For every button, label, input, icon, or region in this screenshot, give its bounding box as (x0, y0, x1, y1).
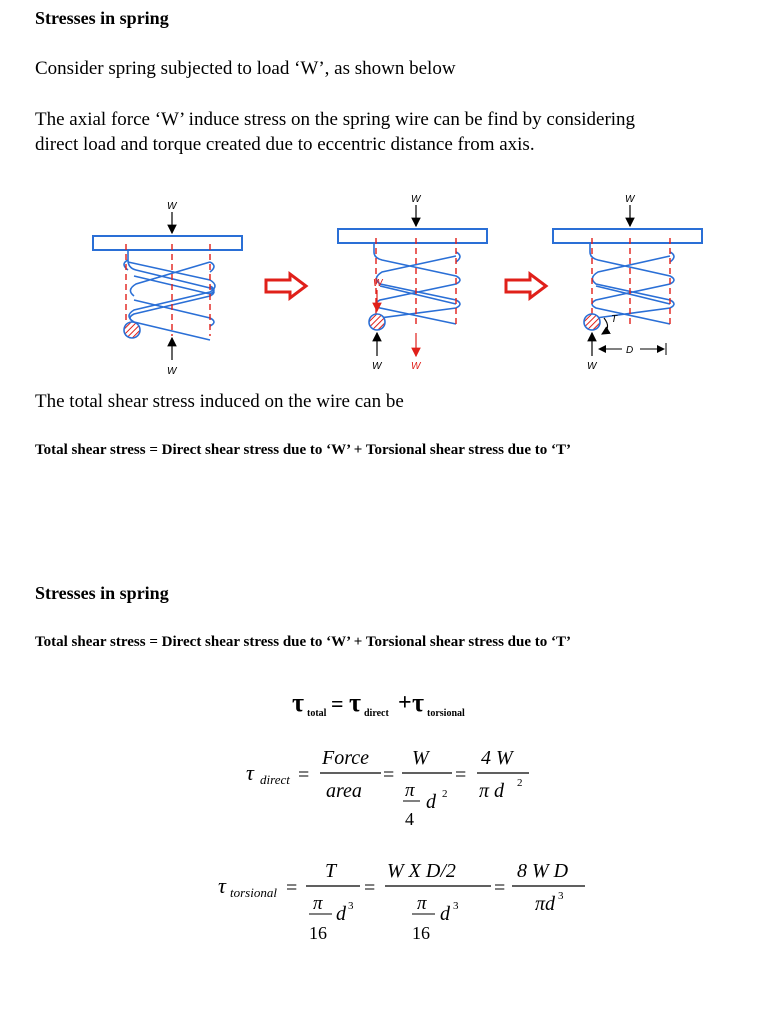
plus-sign: + (398, 690, 412, 716)
t-numerator: T (325, 860, 338, 882)
para-line-2: direct load and torque created due to ec… (35, 134, 535, 155)
subscript-direct: direct (364, 708, 389, 719)
exponent: 2 (442, 788, 448, 800)
pi-d-denominator: π d (479, 780, 505, 802)
load-label: W (625, 194, 636, 205)
exponent: 3 (558, 890, 564, 902)
load-label: W (411, 194, 422, 205)
w-numerator: W (412, 747, 431, 769)
spring-figure: W W W W W W W T W (92, 194, 703, 377)
pi-symbol: π (405, 780, 415, 801)
section-heading-2: Stresses in spring (35, 583, 169, 603)
d-variable: d (440, 903, 451, 925)
transition-arrow-icon (264, 271, 309, 301)
load-label: W (372, 361, 383, 372)
tau-symbol: τ (292, 688, 304, 717)
area-denominator: area (326, 780, 362, 802)
four-denominator: 4 (405, 809, 414, 829)
tau-symbol: τ (412, 688, 424, 717)
load-label: W (373, 278, 384, 289)
load-label: W (587, 361, 598, 372)
subscript-torsional: torsional (230, 885, 277, 900)
torsional-stress-formula: τ torsional = T π 16 d 3 = W X D/2 π 16 … (218, 860, 585, 943)
equals-sign: = (364, 877, 375, 899)
equals-sign: = (383, 764, 394, 786)
equals-sign: = (494, 877, 505, 899)
para-line-1: The axial force ‘W’ induce stress on the… (35, 109, 636, 130)
exponent: 3 (348, 900, 354, 912)
spring-diagram-3: W T W D (552, 194, 703, 372)
load-label: W (167, 201, 178, 212)
direct-stress-formula: τ direct = Force area = W π 4 d 2 = 4 W … (246, 747, 529, 829)
torque-label: T (611, 314, 618, 325)
pi-symbol: π (313, 893, 323, 914)
spring-diagram-1: W W (92, 201, 243, 377)
load-label: W (167, 366, 178, 377)
spring-diagram-2: W W W W (337, 194, 488, 372)
section-heading-1: Stresses in spring (35, 8, 169, 28)
sixteen-denominator: 16 (309, 923, 327, 943)
shear-stress-equation-text: Total shear stress = Direct shear stress… (35, 442, 571, 458)
sixteen-denominator: 16 (412, 923, 430, 943)
tau-symbol: τ (246, 760, 255, 785)
equals-sign: = (286, 877, 297, 899)
four-w-numerator: 4 W (481, 747, 515, 769)
wxd-numerator: W X D/2 (387, 860, 456, 882)
equals-sign: = (455, 764, 466, 786)
force-numerator: Force (321, 747, 369, 769)
d-variable: d (426, 791, 437, 813)
transition-arrow-icon (504, 271, 549, 301)
subscript-direct: direct (260, 772, 290, 787)
equals-sign: = (331, 691, 344, 716)
exponent: 2 (517, 777, 523, 789)
subscript-torsional: torsional (427, 708, 465, 719)
pi-symbol: π (417, 893, 427, 914)
shear-stress-equation-text: Total shear stress = Direct shear stress… (35, 634, 571, 650)
subscript-total: total (307, 708, 327, 719)
equals-sign: = (298, 764, 309, 786)
d-variable: d (336, 903, 347, 925)
load-label: W (411, 361, 422, 372)
intro-text: Consider spring subjected to load ‘W’, a… (35, 58, 456, 79)
eight-wd-numerator: 8 W D (517, 860, 569, 882)
diameter-label: D (626, 345, 633, 356)
tau-symbol: τ (218, 873, 227, 898)
tau-symbol: τ (349, 688, 361, 717)
exponent: 3 (453, 900, 459, 912)
pi-d-denominator: πd (535, 893, 556, 915)
total-stress-formula: τ total = τ direct + τ torsional (292, 688, 465, 719)
total-stress-text: The total shear stress induced on the wi… (35, 391, 404, 412)
